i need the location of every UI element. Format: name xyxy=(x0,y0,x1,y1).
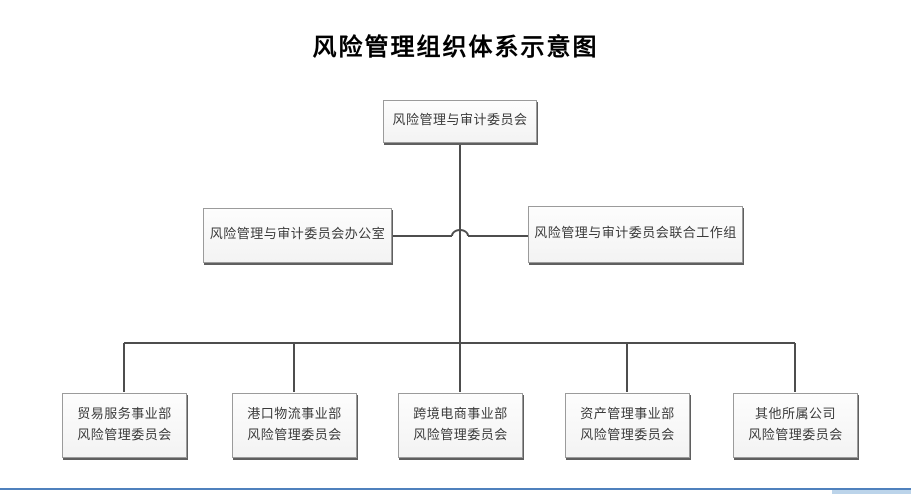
hop-arc xyxy=(451,229,469,237)
org-node-office: 风险管理与审计委员会办公室 xyxy=(203,208,392,263)
org-node-root: 风险管理与审计委员会 xyxy=(383,100,537,143)
org-node-other-subsidiaries: 其他所属公司 风险管理委员会 xyxy=(733,393,858,458)
org-node-port-logistics: 港口物流事业部 风险管理委员会 xyxy=(232,393,357,458)
page-edge-fill xyxy=(832,490,911,494)
org-node-trade-services: 贸易服务事业部 风险管理委员会 xyxy=(62,393,187,458)
org-node-asset-management: 资产管理事业部 风险管理委员会 xyxy=(565,393,690,458)
org-node-joint-workgroup: 风险管理与审计委员会联合工作组 xyxy=(528,206,743,263)
page-title: 风险管理组织体系示意图 xyxy=(312,33,599,61)
page-edge-line xyxy=(0,488,911,490)
org-node-cross-border-ecommerce: 跨境电商事业部 风险管理委员会 xyxy=(398,393,523,458)
